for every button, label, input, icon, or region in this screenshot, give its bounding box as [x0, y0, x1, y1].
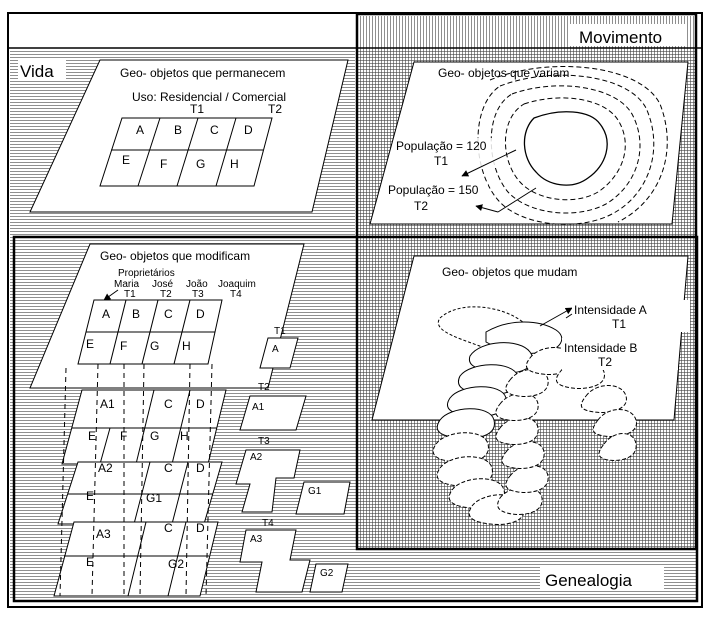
side-shape-a1	[239, 395, 307, 431]
top-b: B	[132, 307, 140, 321]
variam-pop1: População = 120	[396, 139, 487, 153]
side-t2: T2	[258, 382, 270, 393]
cell-h: H	[230, 157, 239, 171]
top-g: G	[150, 339, 159, 353]
permanecem-t2: T2	[268, 102, 282, 116]
l2-g: G	[150, 429, 159, 443]
l4-c: C	[164, 521, 173, 535]
l2-d: D	[196, 397, 205, 411]
l3-d: D	[196, 461, 205, 475]
owner-t2: T2	[160, 289, 172, 300]
owner-joao: João	[186, 279, 208, 290]
side-shape-g2	[309, 563, 349, 593]
top-c: C	[164, 307, 173, 321]
side-shape-a2	[235, 449, 301, 513]
cell-c: C	[210, 123, 219, 137]
cell-g: G	[196, 157, 205, 171]
panel-modificam: Geo- objetos que modificam Proprietários…	[29, 243, 351, 597]
side-shape-a3	[239, 529, 311, 593]
proprietarios-label: Proprietários	[118, 268, 175, 279]
variam-t2: T2	[414, 199, 428, 213]
outer-frame	[7, 12, 703, 608]
l2-a1: A1	[100, 397, 115, 411]
top-e: E	[86, 337, 94, 351]
side-a2: A2	[250, 452, 263, 463]
owner-t3: T3	[192, 289, 204, 300]
l2-e: E	[88, 429, 96, 443]
side-shape-a	[259, 337, 299, 369]
owner-joaquim: Joaquim	[218, 279, 256, 290]
l4-a3: A3	[96, 527, 111, 541]
owner-t4: T4	[230, 289, 242, 300]
side-t4: T4	[262, 518, 274, 529]
cell-a: A	[136, 123, 144, 137]
side-a1: A1	[252, 402, 265, 413]
side-a3: A3	[250, 534, 263, 545]
l2-c: C	[164, 397, 173, 411]
top-d: D	[196, 307, 205, 321]
mudam-t2: T2	[598, 355, 612, 369]
permanecem-title: Geo- objetos que permanecem	[120, 66, 285, 80]
cell-e: E	[122, 153, 130, 167]
owner-t1: T1	[124, 289, 136, 300]
mudam-t1: T1	[612, 317, 626, 331]
l4-g2: G2	[168, 557, 184, 571]
variam-title: Geo- objetos que variam	[438, 66, 569, 80]
panel-mudam: Geo- objetos que mudam I	[371, 255, 690, 525]
mudam-int-a: Intensidade A	[574, 303, 647, 317]
side-t3: T3	[258, 436, 270, 447]
l3-g1: G1	[146, 491, 162, 505]
l3-c: C	[164, 461, 173, 475]
mudam-title: Geo- objetos que mudam	[442, 265, 577, 279]
top-h: H	[182, 339, 191, 353]
panel-variam: Geo- objetos que variam População = 120 …	[369, 61, 689, 225]
top-a: A	[102, 307, 110, 321]
cell-d: D	[244, 123, 253, 137]
side-g1: G1	[308, 486, 322, 497]
cell-f: F	[160, 157, 167, 171]
permanecem-uso: Uso: Residencial / Comercial	[132, 90, 286, 104]
panel-permanecem: Geo- objetos que permanecem Uso: Residen…	[29, 59, 349, 213]
modificam-title: Geo- objetos que modificam	[100, 249, 250, 263]
side-a: A	[272, 344, 279, 355]
owner-jose: José	[152, 279, 174, 290]
side-g2: G2	[320, 568, 334, 579]
side-shape-g1	[295, 481, 351, 515]
cell-b: B	[174, 123, 182, 137]
l3-e: E	[86, 489, 94, 503]
genealogia-label: Genealogia	[545, 571, 633, 590]
l4-e: E	[86, 555, 94, 569]
l3-a2: A2	[98, 461, 113, 475]
l4-d: D	[196, 521, 205, 535]
side-t1: T1	[274, 326, 286, 337]
mudam-int-b: Intensidade B	[564, 341, 637, 355]
movimento-label: Movimento	[579, 28, 662, 47]
permanecem-t1: T1	[190, 102, 204, 116]
vida-label: Vida	[20, 62, 54, 81]
variam-pop2: População = 150	[388, 183, 479, 197]
variam-t1: T1	[434, 154, 448, 168]
owner-maria: Maria	[114, 279, 139, 290]
l2-h: H	[180, 429, 189, 443]
genealogia-frame	[12, 235, 699, 603]
top-f: F	[120, 339, 127, 353]
